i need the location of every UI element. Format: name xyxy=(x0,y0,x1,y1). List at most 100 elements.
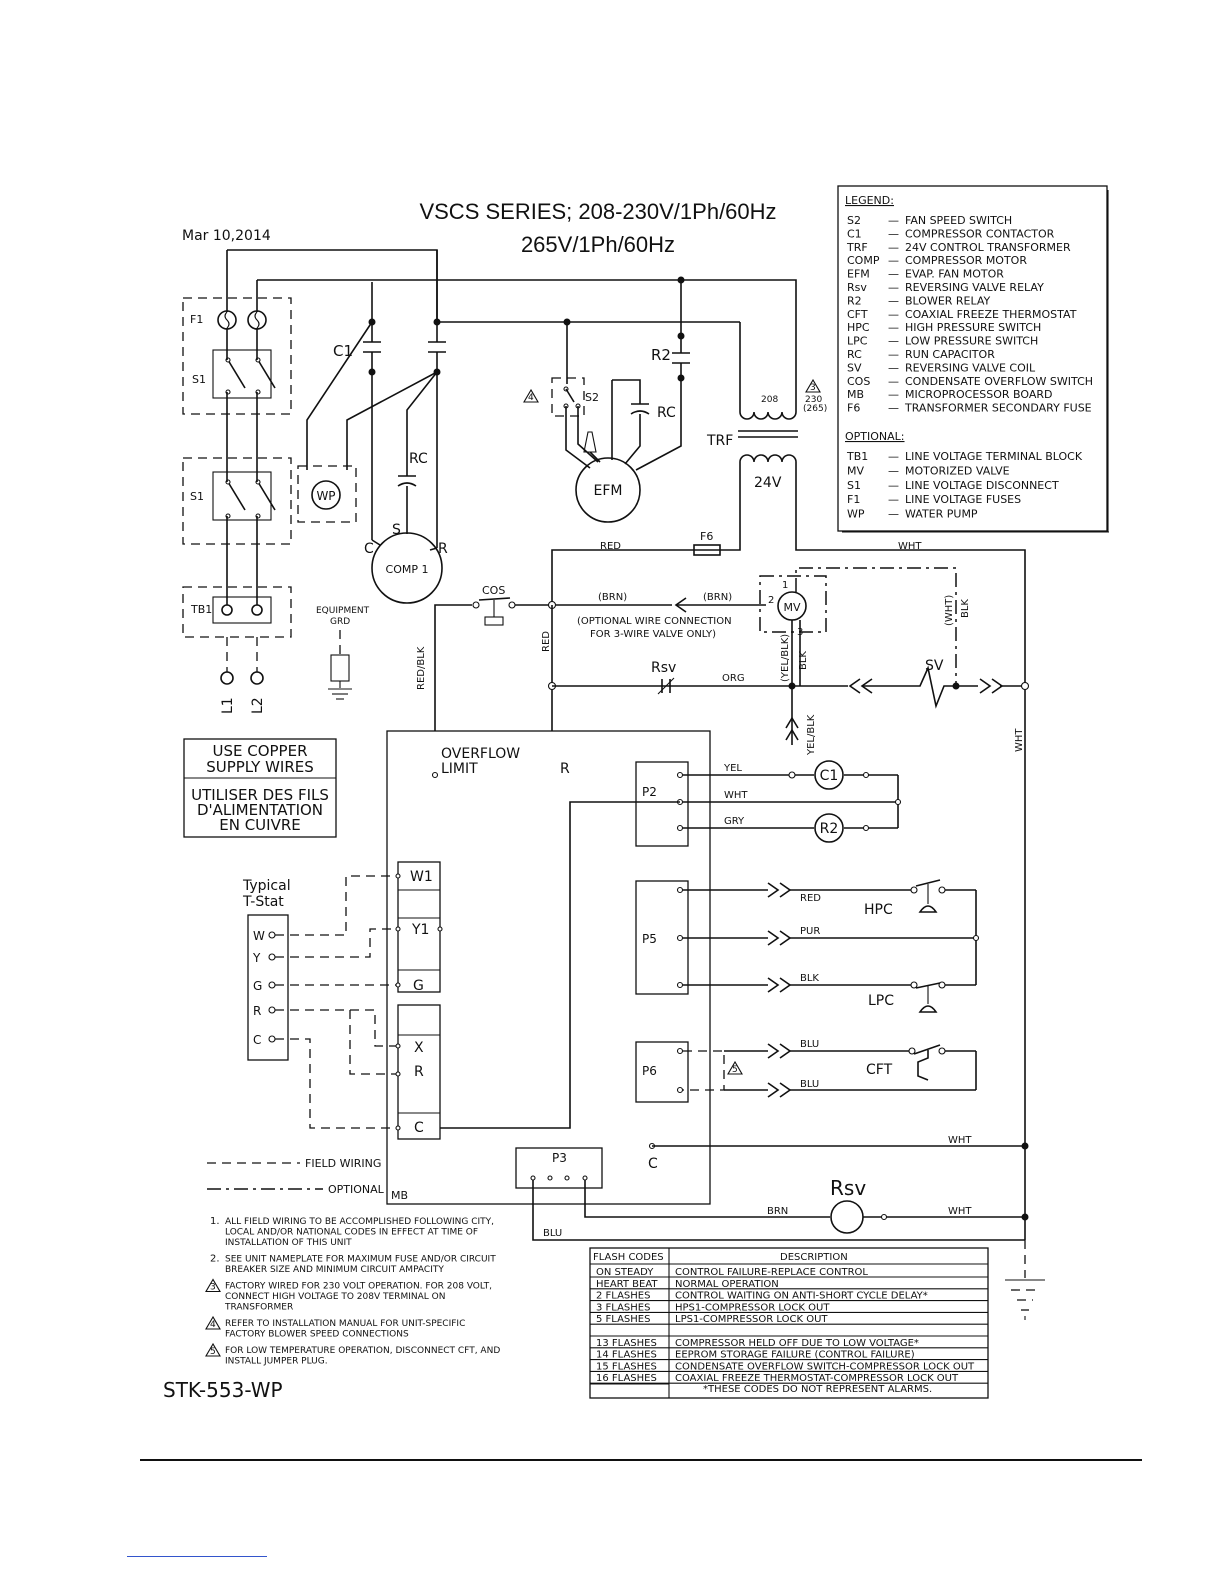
opt-wire-line2: FOR 3-WIRE VALVE ONLY) xyxy=(590,629,716,640)
legend-dash: — xyxy=(888,241,899,254)
wire-blk-b: BLK xyxy=(960,599,971,618)
legend-code: RC xyxy=(847,348,862,361)
legend-desc: CONDENSATE OVERFLOW SWITCH xyxy=(905,375,1093,388)
mv-terminal-1: 1 xyxy=(782,580,788,591)
flash-desc: CONDENSATE OVERFLOW SWITCH-COMPRESSOR LO… xyxy=(675,1361,975,1372)
flash-code: 13 FLASHES xyxy=(596,1338,657,1349)
note-line: ALL FIELD WIRING TO BE ACCOMPLISHED FOLL… xyxy=(225,1217,494,1227)
legend-code: F6 xyxy=(847,402,860,415)
mv-box xyxy=(759,575,827,633)
c1-label: C1 xyxy=(333,342,353,360)
legend-desc: REVERSING VALVE RELAY xyxy=(905,281,1044,294)
legend-dash: — xyxy=(888,308,899,321)
note-line: INSTALLATION OF THIS UNIT xyxy=(225,1238,352,1248)
r2-coil-icon xyxy=(814,813,844,843)
wire-yel-blk-a: (YEL/BLK) xyxy=(780,634,791,682)
fan-motor-icon xyxy=(575,457,641,523)
flash-code: 16 FLASHES xyxy=(596,1373,657,1384)
field-wiring-label: FIELD WIRING xyxy=(305,1157,381,1170)
tstat-label-2: T-Stat xyxy=(242,894,284,910)
flash-header-code: FLASH CODES xyxy=(593,1252,664,1263)
tstat-r: R xyxy=(253,1004,261,1018)
tap-208-label: 208 xyxy=(761,395,778,405)
legend-code: COS xyxy=(847,375,870,388)
note-line: TRANSFORMER xyxy=(224,1303,293,1313)
wp-box xyxy=(297,465,357,523)
legend-desc: REVERSING VALVE COIL xyxy=(905,361,1036,374)
flash-code: 15 FLASHES xyxy=(596,1361,657,1372)
r2-coil-label: R2 xyxy=(820,821,839,837)
legend-code: EFM xyxy=(847,268,870,281)
mb-label: MB xyxy=(391,1189,408,1202)
terminal-y1: Y1 xyxy=(411,922,429,938)
p3-label: P3 xyxy=(552,1151,567,1165)
sv-label: SV xyxy=(925,658,944,674)
s2-box xyxy=(551,377,585,417)
legend-opt-desc: MOTORIZED VALVE xyxy=(905,464,1010,477)
s2-label: S2 xyxy=(585,391,599,404)
notes-section: 1.ALL FIELD WIRING TO BE ACCOMPLISHED FO… xyxy=(205,1216,500,1367)
p5-label: P5 xyxy=(642,932,657,946)
legend-opt-desc: LINE VOLTAGE FUSES xyxy=(905,493,1021,506)
thermostat xyxy=(247,914,289,1061)
wp-label: WP xyxy=(316,489,335,503)
flash-desc: NORMAL OPERATION xyxy=(675,1279,779,1290)
flash-code: 3 FLASHES xyxy=(596,1302,650,1313)
legend-dash: — xyxy=(888,281,899,294)
legend-dash: — xyxy=(888,493,899,506)
legend-dash: — xyxy=(888,268,899,281)
legend-desc: BLOWER RELAY xyxy=(905,294,991,307)
legend-dash: — xyxy=(888,479,899,492)
legend-dash: — xyxy=(888,375,899,388)
evap-fan-motor: EFM xyxy=(575,457,641,523)
flash-desc: EEPROM STORAGE FAILURE (CONTROL FAILURE) xyxy=(675,1350,915,1361)
wire-brn-rsv-label: BRN xyxy=(767,1206,788,1217)
flash-code: 5 FLASHES xyxy=(596,1314,650,1325)
legend-dash: — xyxy=(888,388,899,401)
legend-code: TRF xyxy=(846,241,868,254)
mv-label: MV xyxy=(783,601,800,614)
note-number: 3 xyxy=(210,1283,216,1293)
legend-desc: RUN CAPACITOR xyxy=(905,348,995,361)
legend-desc: TRANSFORMER SECONDARY FUSE xyxy=(904,402,1092,415)
wire-wht-v-label: WHT xyxy=(1014,728,1025,752)
legend-code: C1 xyxy=(847,227,862,240)
legend-opt-code: F1 xyxy=(847,493,860,506)
rc-label-comp: RC xyxy=(409,451,428,467)
note-line: CONNECT HIGH VOLTAGE TO 208V TERMINAL ON xyxy=(225,1292,445,1302)
optional-wiring-label: OPTIONAL xyxy=(328,1183,385,1196)
legend-desc: 24V CONTROL TRANSFORMER xyxy=(905,241,1071,254)
flash-desc: LPS1-COMPRESSOR LOCK OUT xyxy=(675,1314,828,1325)
wire-blu2-label: BLU xyxy=(800,1079,819,1090)
tstat-g: G xyxy=(253,979,262,993)
note-3-triangle-icon xyxy=(805,378,821,393)
legend-dash: — xyxy=(888,254,899,267)
water-pump-icon xyxy=(311,480,341,510)
wire-wht-c-label: WHT xyxy=(948,1135,972,1146)
terminal-r: R xyxy=(414,1064,424,1080)
note-line: INSTALL JUMPER PLUG. xyxy=(225,1357,328,1367)
flash-code: HEART BEAT xyxy=(596,1279,658,1290)
equip-ground-label-2: GRD xyxy=(330,617,350,627)
legend-dash: — xyxy=(888,335,899,348)
flash-header-desc: DESCRIPTION xyxy=(780,1252,848,1263)
cos-label: COS xyxy=(482,584,505,597)
rc-label-efm: RC xyxy=(657,405,676,421)
wire-blu-p3-label: BLU xyxy=(543,1228,562,1239)
tstat-c: C xyxy=(253,1033,261,1047)
legend-dash: — xyxy=(888,361,899,374)
wire-blu1-label: BLU xyxy=(800,1039,819,1050)
note-line: LOCAL AND/OR NATIONAL CODES IN EFFECT AT… xyxy=(225,1228,478,1238)
copper-line3: UTILISER DES FILS xyxy=(191,786,329,804)
copper-line5: EN CUIVRE xyxy=(219,816,301,834)
footer-link-underline[interactable] xyxy=(127,1556,267,1557)
legend-dash: — xyxy=(888,508,899,521)
legend-dash: — xyxy=(888,294,899,307)
flash-footnote: *THESE CODES DO NOT REPRESENT ALARMS. xyxy=(703,1384,932,1395)
note-line: FACTORY WIRED FOR 230 VOLT OPERATION. FO… xyxy=(225,1282,492,1292)
trf-label: TRF xyxy=(706,433,733,449)
limit-label: LIMIT xyxy=(441,761,478,777)
tb1-label: TB1 xyxy=(190,603,212,616)
p3-connector xyxy=(515,1147,603,1189)
24v-label: 24V xyxy=(754,475,782,491)
